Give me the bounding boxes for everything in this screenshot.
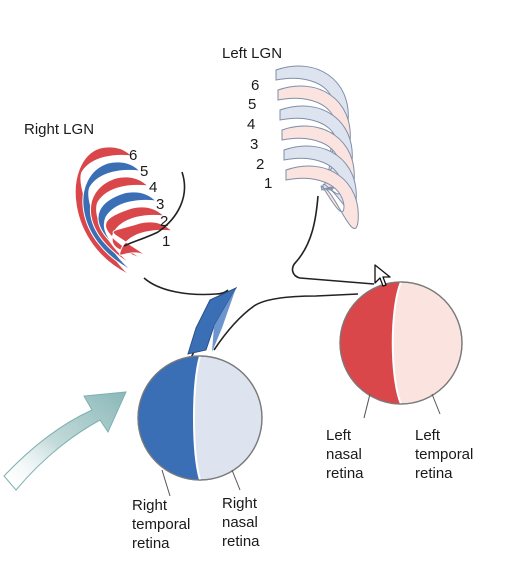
left-lgn-layer-number: 6 bbox=[251, 77, 260, 94]
right-optic-tract bbox=[143, 277, 229, 296]
right-nasal-retina-label: Right nasal retina bbox=[222, 495, 260, 550]
left-temporal-retina-label: Left temporal retina bbox=[415, 427, 474, 482]
right-lgn-title: Right LGN bbox=[24, 121, 95, 138]
right-eye bbox=[137, 355, 263, 497]
right-lgn-layer bbox=[105, 206, 166, 261]
right-lgn-layer-number: 1 bbox=[162, 233, 171, 250]
left-optic-tract bbox=[291, 195, 375, 285]
left-lgn-layer-number: 1 bbox=[264, 175, 273, 192]
right-lgn-layer-number: 3 bbox=[156, 196, 165, 213]
crossed-fibre-ribbon bbox=[187, 286, 238, 355]
left-lgn-title: Left LGN bbox=[222, 45, 283, 62]
left-lgn-layer-number: 5 bbox=[248, 96, 257, 113]
left-lgn-layer-number: 3 bbox=[250, 136, 259, 153]
left-lgn-layer bbox=[285, 165, 359, 229]
right-lgn-inner-tract bbox=[123, 171, 186, 247]
right-lgn-layer-number: 6 bbox=[129, 147, 138, 164]
left-nasal-retina-label: Left nasal retina bbox=[326, 427, 364, 482]
right-lgn-layer bbox=[97, 191, 158, 265]
left-lgn-layer-number: 4 bbox=[247, 116, 256, 133]
optic-chiasm-crossing bbox=[213, 293, 359, 351]
right-temporal-retina-label: Right temporal retina bbox=[132, 497, 191, 552]
right-lgn-layers bbox=[74, 146, 174, 277]
right-lgn-layer-number: 5 bbox=[140, 163, 149, 180]
left-lgn-layers bbox=[275, 65, 359, 229]
mouse-cursor-icon bbox=[374, 264, 391, 287]
incoming-light-arrow bbox=[3, 391, 127, 491]
left-lgn-layer-number: 2 bbox=[256, 156, 265, 173]
right-lgn-layer-number: 2 bbox=[160, 213, 169, 230]
right-lgn-layer bbox=[112, 221, 174, 257]
right-lgn-layer-number: 4 bbox=[149, 179, 158, 196]
left-eye bbox=[339, 281, 463, 419]
